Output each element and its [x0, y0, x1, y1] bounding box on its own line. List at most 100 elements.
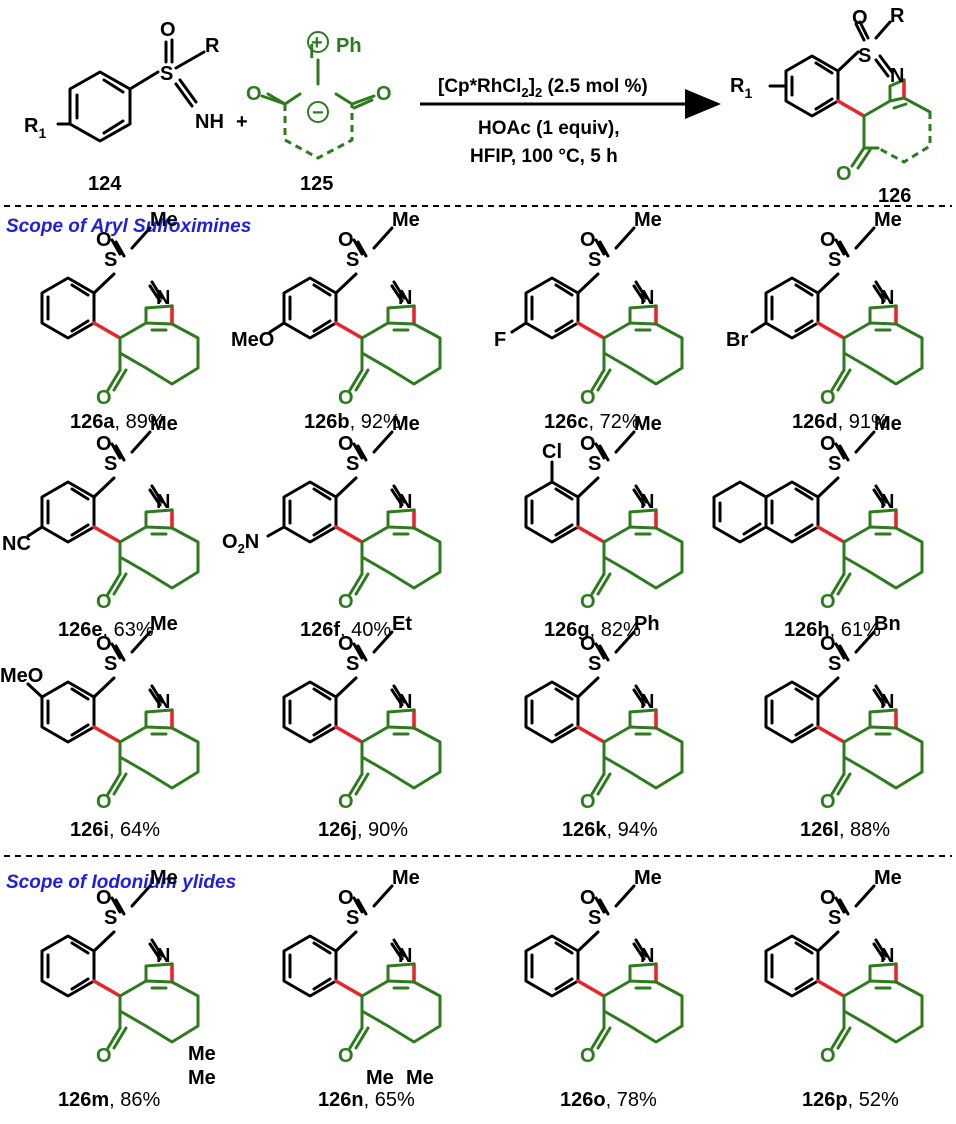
ketone-oxygen: O	[580, 1045, 596, 1067]
oxygen-atom: O	[96, 433, 112, 455]
section-title-ylides: Scope of Iodonium ylides	[6, 872, 236, 893]
compound-skeleton	[40, 884, 200, 1050]
nitrogen-atom: N	[156, 287, 170, 309]
compound-skeleton	[282, 226, 442, 392]
oxygen-atom: O	[338, 229, 354, 251]
ketone-oxygen: O	[96, 791, 112, 813]
sulfur-atom: S	[588, 653, 601, 675]
compound-caption: 126g, 82%	[544, 619, 641, 641]
compound-caption: 126p, 52%	[802, 1089, 899, 1111]
svg-text:S: S	[858, 45, 871, 67]
nitrogen-atom: N	[640, 287, 654, 309]
nitrogen-atom: N	[398, 491, 412, 513]
ketone-oxygen: O	[338, 387, 354, 409]
sulfur-atom: S	[160, 63, 173, 85]
r-group: R	[205, 35, 220, 57]
nitrogen-atom: N	[156, 491, 170, 513]
oxygen-atom: O	[580, 433, 596, 455]
compound-caption: 126h, 61%	[784, 619, 881, 641]
oxygen-atom: O	[338, 433, 354, 455]
nitrogen-atom: N	[880, 287, 894, 309]
ketone-oxygen: O	[820, 591, 836, 613]
oxygen-atom: O	[820, 229, 836, 251]
ketone-oxygen: O	[820, 1045, 836, 1067]
ketone-oxygen: O	[580, 387, 596, 409]
compound-caption: 126e, 63%	[58, 619, 154, 641]
chloro-group: Cl	[542, 441, 562, 463]
compound-skeleton	[40, 630, 200, 796]
nh-group: NH	[195, 111, 224, 133]
condition-additive: HOAc (1 equiv),	[478, 118, 619, 139]
nitrogen-atom: N	[640, 945, 654, 967]
plus-sign: +	[236, 111, 248, 133]
condition-catalyst: [Cp*RhCl2]2 (2.5 mol %)	[438, 76, 648, 100]
methyl-group: Me	[366, 1067, 394, 1089]
methyl-group: Me	[406, 1067, 434, 1089]
sulfur-atom: S	[346, 653, 359, 675]
product-126: O R S N O R1 126	[730, 5, 932, 207]
sulfur-atom: S	[104, 907, 117, 929]
nitrogen-atom: N	[156, 691, 170, 713]
condition-solvent: HFIP, 100 °C, 5 h	[470, 146, 618, 167]
sulfur-substituent: Me	[874, 413, 902, 435]
sulfur-substituent: Me	[150, 867, 178, 889]
sulfur-substituent: Me	[634, 209, 662, 231]
sulfur-atom: S	[104, 249, 117, 271]
compound-skeleton	[524, 630, 684, 796]
oxygen-atom: O	[160, 19, 176, 41]
nitrogen-atom: N	[640, 491, 654, 513]
svg-text:I: I	[309, 41, 315, 63]
ketone-oxygen: O	[338, 791, 354, 813]
sulfur-atom: S	[588, 907, 601, 929]
section-title-aryl: Scope of Aryl Sulfoximines	[6, 216, 251, 237]
oxygen-atom: O	[338, 633, 354, 655]
compound-caption: 126a, 89%	[70, 411, 166, 433]
compound-skeleton	[282, 884, 442, 1050]
compound-caption: 126o, 78%	[560, 1089, 657, 1111]
compound-caption: 126f, 40%	[300, 619, 391, 641]
sulfur-atom: S	[828, 453, 841, 475]
sulfur-substituent: Me	[874, 867, 902, 889]
nitrogen-atom: N	[398, 287, 412, 309]
oxygen-atom: O	[580, 887, 596, 909]
nitrogen-atom: N	[880, 945, 894, 967]
r1-group: R1	[24, 115, 46, 141]
sulfur-atom: S	[828, 653, 841, 675]
carbonyl-oxygen: O	[246, 83, 262, 105]
oxygen-atom: O	[820, 433, 836, 455]
sulfur-atom: S	[104, 653, 117, 675]
sulfur-atom: S	[104, 453, 117, 475]
ketone-oxygen: O	[580, 591, 596, 613]
sulfur-atom: S	[588, 453, 601, 475]
compound-skeleton	[40, 226, 200, 392]
sulfur-substituent: Me	[634, 867, 662, 889]
compound-label-125: 125	[300, 173, 333, 195]
sulfur-atom: S	[346, 249, 359, 271]
sulfur-atom: S	[828, 249, 841, 271]
nitrogen-atom: N	[880, 691, 894, 713]
svg-text:R: R	[890, 5, 905, 27]
nitrogen-atom: N	[398, 945, 412, 967]
sulfur-substituent: Ph	[634, 613, 660, 635]
ketone-oxygen: O	[96, 591, 112, 613]
reaction-arrow: [Cp*RhCl2]2 (2.5 mol %) HOAc (1 equiv), …	[420, 76, 721, 167]
sulfur-substituent: Me	[392, 413, 420, 435]
compound-caption: 126i, 64%	[70, 819, 160, 841]
sulfur-atom: S	[828, 907, 841, 929]
ketone-oxygen: O	[820, 387, 836, 409]
methyl-group: Me	[188, 1067, 216, 1089]
svg-text:O: O	[836, 163, 852, 185]
compound-label-124: 124	[88, 173, 122, 195]
compound-skeleton	[524, 884, 684, 1050]
compound-skeleton	[764, 430, 924, 596]
